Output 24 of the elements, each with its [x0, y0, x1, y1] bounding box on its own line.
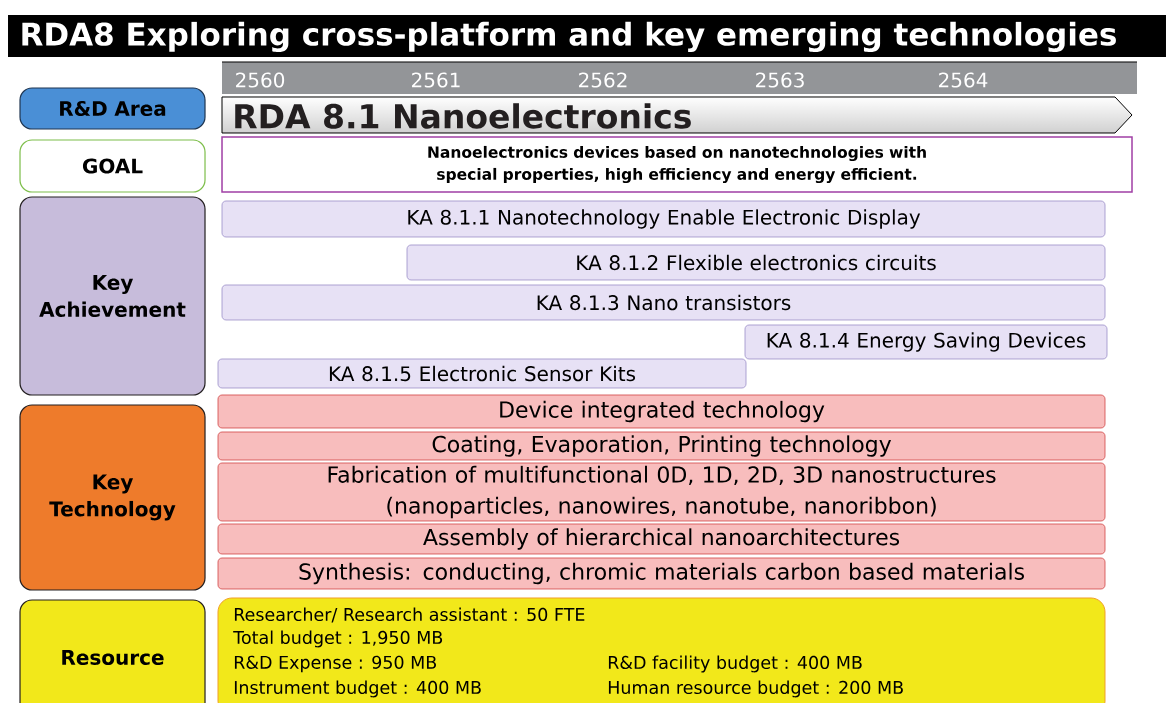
achievement-bar: KA 8.1.3 Nano transistors: [221, 284, 1106, 321]
achievement-bar: KA 8.1.2 Flexible electronics circuits: [406, 244, 1106, 281]
year-label: 2563: [756, 72, 804, 88]
year-label: 2564: [939, 72, 988, 88]
year-label: 2561: [412, 72, 460, 88]
goal-box: Nanoelectronics devices based on nanotechnologies with special properties, high efficiency and energy efficient.: [221, 136, 1133, 193]
technology-bar: Fabrication of multifunctional 0D, 1D, 2D, 3D nanostructures (nanoparticles, nanowires, nanotube, nanoribbon): [217, 462, 1106, 522]
title-band: RDA8 Exploring cross-platform and key emerging technologies: [8, 15, 1166, 57]
resource-box: Researcher/ Research assistant : 50 FTE Total budget : 1,950 MB R&D Expense : 950 MB R&D facility budget : 400 MB Instrument budget : 400 MB Human resource budget : 200 MB: [217, 597, 1106, 703]
technology-bar: Synthesis: conducting, chromic materials carbon based materials: [217, 557, 1106, 590]
year-label: 2562: [579, 72, 627, 88]
category-box: Key Achievement: [19, 196, 206, 396]
category-box: GOAL: [19, 139, 206, 193]
year-label: 2560: [236, 72, 285, 88]
category-box: R&D Area: [19, 87, 206, 130]
area-banner: RDA 8.1 Nanoelectronics: [221, 96, 1133, 134]
achievement-bar: KA 8.1.5 Electronic Sensor Kits: [217, 358, 747, 389]
technology-bar: Assembly of hierarchical nanoarchitectures: [217, 523, 1106, 555]
achievement-bar: KA 8.1.4 Energy Saving Devices: [744, 324, 1108, 360]
category-box: Resource: [19, 599, 206, 703]
technology-bar: Device integrated technology: [217, 394, 1106, 429]
category-box: Key Technology: [19, 404, 206, 591]
technology-bar: Coating, Evaporation, Printing technology: [217, 431, 1106, 461]
achievement-bar: KA 8.1.1 Nanotechnology Enable Electronic Display: [221, 200, 1106, 238]
